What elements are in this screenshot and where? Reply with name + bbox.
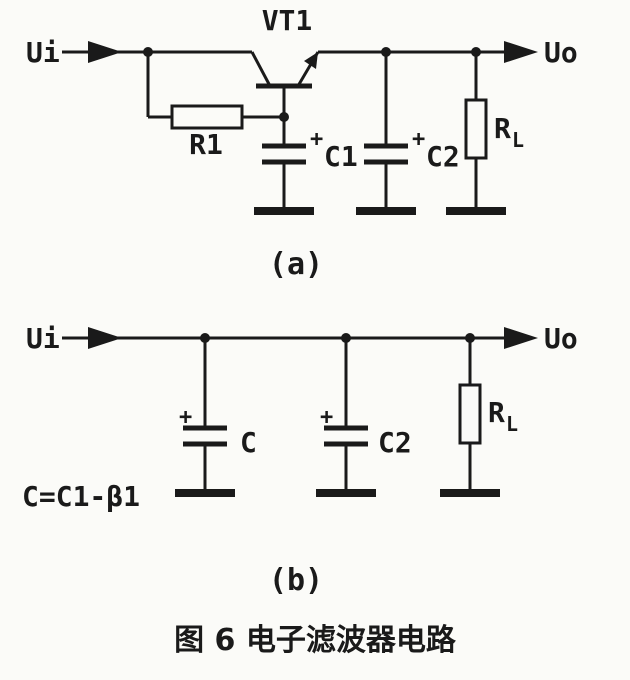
load-resistor-rlb: R L — [440, 338, 518, 497]
formula-text: C=C1-β1 — [22, 480, 140, 513]
transistor-label: VT1 — [262, 4, 313, 37]
load-label-subscript: L — [506, 412, 518, 436]
capacitor-c2: + C2 — [356, 52, 460, 215]
resistor-body — [458, 383, 482, 445]
input-arrow-icon — [88, 327, 122, 349]
polarity-plus: + — [412, 127, 425, 152]
capacitor-label: C2 — [426, 140, 460, 173]
input-arrow-icon — [88, 41, 122, 63]
resistor-body — [464, 98, 488, 160]
transistor-collector — [250, 51, 272, 87]
output-arrow-icon — [504, 41, 538, 63]
capacitor-label: C1 — [324, 140, 358, 173]
polarity-plus: + — [310, 127, 323, 152]
capacitor-label: C — [240, 426, 257, 459]
polarity-plus: + — [320, 405, 333, 430]
capacitor-c: + C — [175, 338, 257, 497]
resistor-r1: R1 — [146, 52, 284, 161]
sublabel-b: (b) — [269, 563, 323, 598]
transistor-vt1: VT1 — [250, 4, 320, 117]
capacitor-label: C2 — [378, 426, 412, 459]
output-label-b: Uo — [544, 322, 578, 355]
output-arrow-icon — [504, 327, 538, 349]
capacitor-c2b: + C2 — [316, 338, 412, 497]
load-label: R — [488, 396, 505, 429]
load-label: R — [494, 112, 511, 145]
figure-caption: 图 6 电子滤波器电路 — [174, 623, 457, 658]
resistor-body — [170, 104, 244, 130]
capacitor-c1: + C1 — [254, 117, 358, 215]
circuit-a: Ui VT1 R1 — [26, 4, 578, 282]
sublabel-a: (a) — [269, 247, 323, 282]
output-label-a: Uo — [544, 36, 578, 69]
resistor-label: R1 — [189, 128, 223, 161]
load-label-subscript: L — [512, 128, 524, 152]
polarity-plus: + — [179, 405, 192, 430]
load-resistor-rl: R L — [446, 52, 524, 215]
emitter-arrow-icon — [304, 52, 318, 69]
input-label-a: Ui — [26, 36, 60, 69]
input-label-b: Ui — [26, 322, 60, 355]
circuit-b: Ui + C + C2 — [22, 322, 578, 598]
